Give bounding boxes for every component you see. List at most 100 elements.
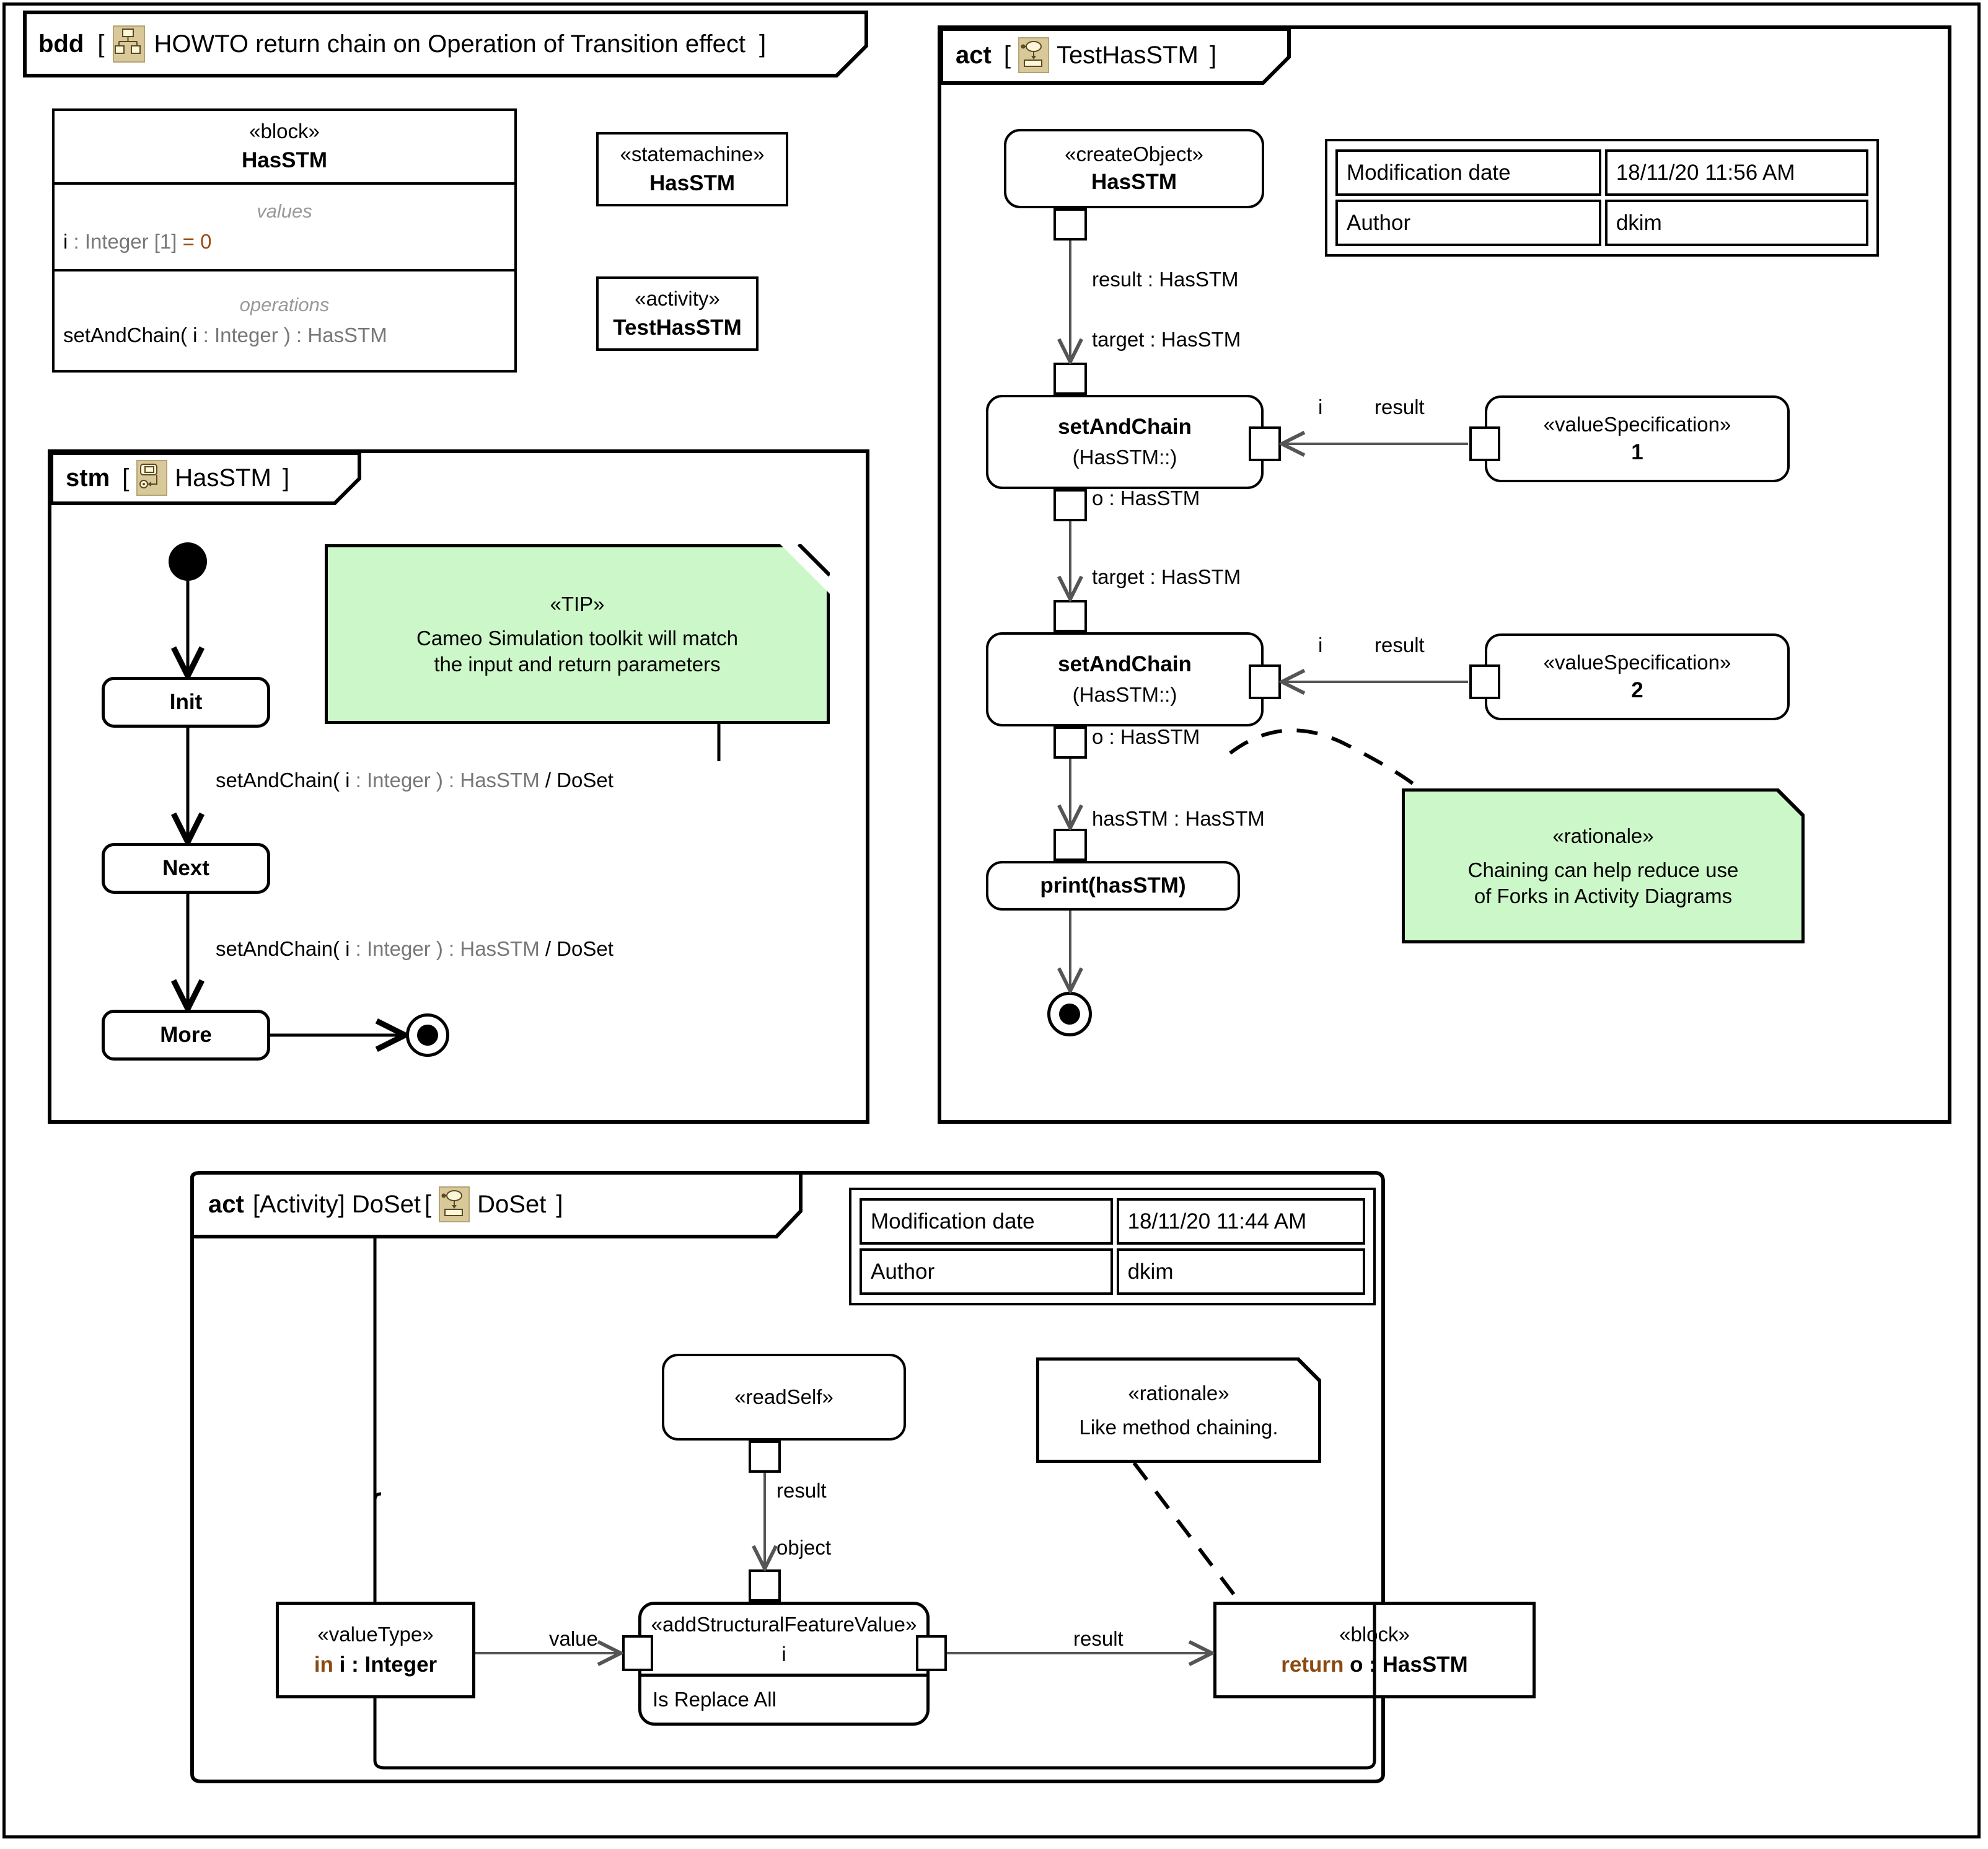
act-test-title: TestHasSTM (1056, 41, 1199, 69)
transition-1-effect: / DoSet (539, 769, 614, 792)
value-type-stereotype: «valueType» (317, 1623, 434, 1646)
output-pin-o-2[interactable] (1053, 726, 1087, 759)
action-value-specification-1[interactable]: «valueSpecification» 1 (1485, 395, 1790, 482)
act-doset-kind-label: act (208, 1190, 244, 1218)
edge-label-doset-value: value (549, 1627, 598, 1650)
bdd-title: HOWTO return chain on Operation of Trans… (154, 30, 746, 58)
transition-1-return: : HasSTM (442, 769, 540, 792)
output-pin-result-vs2[interactable] (1469, 664, 1500, 699)
act-test-info-table: Modification date 18/11/20 11:56 AM Auth… (1325, 139, 1879, 257)
final-state-node[interactable] (406, 1013, 449, 1057)
asfv-name: i (781, 1642, 786, 1666)
rationale-note-doset[interactable]: «rationale» Like method chaining. (1036, 1357, 1321, 1463)
output-pin-result-readself[interactable] (749, 1441, 781, 1473)
action-set-and-chain-2[interactable]: setAndChain (HasSTM::) (986, 632, 1264, 726)
transition-1-params: : Integer ) (350, 769, 443, 792)
operation-row[interactable]: setAndChain( i : Integer ) : HasSTM (55, 324, 387, 347)
state-machine-diagram-icon (136, 460, 168, 496)
action-add-structural-feature-value[interactable]: «addStructuralFeatureValue» i Is Replace… (638, 1602, 930, 1726)
rationale-note-doset-body: «rationale» Like method chaining. (1039, 1361, 1318, 1460)
output-pin-result-asfv[interactable] (916, 1635, 947, 1671)
action-value-specification-2[interactable]: «valueSpecification» 2 (1485, 633, 1790, 720)
bdd-frame-header: bdd [ HOWTO return chain on Operation of… (25, 12, 866, 76)
author-value: dkim (1604, 200, 1868, 246)
action-create-object-hasstm[interactable]: «createObject» HasSTM (1004, 129, 1264, 208)
create-object-name: HasSTM (1091, 170, 1177, 194)
asfv-compartment-label: Is Replace All (653, 1688, 776, 1711)
set-and-chain-2-name: setAndChain (1058, 652, 1192, 676)
state-next[interactable]: Next (102, 843, 270, 894)
state-more[interactable]: More (102, 1010, 270, 1061)
act-doset-title: DoSet (477, 1190, 547, 1218)
input-pin-target-1[interactable] (1053, 363, 1087, 395)
value-spec-2-stereotype: «valueSpecification» (1543, 651, 1731, 674)
pin-label-i-2: i (1318, 633, 1323, 656)
output-pin-o-1[interactable] (1053, 489, 1087, 521)
value-type-name-row: in i : Integer (314, 1653, 437, 1677)
operation-name: setAndChain( i (63, 324, 198, 347)
input-pin-hasstm[interactable] (1053, 829, 1087, 861)
asfv-stereotype: «addStructuralFeatureValue» (651, 1612, 917, 1636)
rationale-note-act-test[interactable]: «rationale» Chaining can help reduce use… (1402, 788, 1805, 943)
transition-1-op: setAndChain( i (216, 769, 350, 792)
transition-label-1: setAndChain( i : Integer ) : HasSTM / Do… (216, 769, 614, 792)
bdd-bracket-close: ] (759, 30, 767, 58)
activity-diagram-icon (439, 1186, 470, 1222)
rationale-act-line1: Chaining can help reduce use (1467, 858, 1739, 882)
doset-modification-date-key: Modification date (860, 1198, 1113, 1245)
edge-label-doset-result: result (776, 1479, 827, 1502)
modification-date-value: 18/11/20 11:56 AM (1604, 149, 1868, 196)
output-pin-result-1[interactable] (1053, 208, 1087, 241)
value-property-row[interactable]: i : Integer [1] = 0 (55, 230, 211, 254)
edge-label-target-hasstm-2: target : HasSTM (1092, 565, 1241, 588)
action-read-self[interactable]: «readSelf» (662, 1354, 906, 1441)
input-pin-target-2[interactable] (1053, 600, 1087, 632)
activity-name: TestHasSTM (613, 316, 742, 340)
return-block-name: o : HasSTM (1344, 1653, 1468, 1677)
stm-bracket-open: [ (122, 464, 130, 492)
activity-box-testhasstm[interactable]: «activity» TestHasSTM (596, 276, 759, 351)
input-pin-value-asfv[interactable] (622, 1635, 653, 1671)
action-set-and-chain-1[interactable]: setAndChain (HasSTM::) (986, 395, 1264, 489)
tip-note[interactable]: «TIP» Cameo Simulation toolkit will matc… (325, 544, 830, 724)
act-doset-bracket-close: ] (556, 1190, 563, 1218)
table-row: Modification date 18/11/20 11:44 AM (860, 1198, 1365, 1245)
bdd-kind-label: bdd (38, 30, 84, 58)
act-test-kind-label: act (956, 41, 992, 69)
value-type-parameter-in-i[interactable]: «valueType» in i : Integer (276, 1602, 475, 1698)
activity-final-node[interactable] (1047, 992, 1092, 1036)
initial-state-node[interactable] (169, 542, 207, 581)
transition-2-return: : HasSTM (442, 937, 540, 960)
value-spec-2-name: 2 (1631, 678, 1643, 702)
block-hasstm[interactable]: «block» HasSTM values i : Integer [1] = … (52, 108, 517, 373)
doset-modification-date-value: 18/11/20 11:44 AM (1116, 1198, 1365, 1245)
value-property-default: = 0 (182, 229, 212, 253)
act-doset-qualifier: [Activity] DoSet (252, 1190, 421, 1218)
input-pin-i-2[interactable] (1249, 664, 1281, 699)
input-pin-i-1[interactable] (1249, 426, 1281, 461)
value-property-name: i (63, 229, 68, 253)
act-doset-frame-header: act [Activity] DoSet [ DoSet ] (195, 1175, 796, 1233)
output-pin-result-vs1[interactable] (1469, 426, 1500, 461)
block-stereotype: «block» (249, 120, 320, 143)
transition-2-effect: / DoSet (539, 937, 614, 960)
statemachine-box-hasstm[interactable]: «statemachine» HasSTM (596, 132, 788, 206)
action-print-hasstm[interactable]: print(hasSTM) (986, 861, 1240, 911)
return-block-o-hasstm[interactable]: «block» return o : HasSTM (1213, 1602, 1536, 1698)
values-compartment-label: values (257, 200, 312, 222)
rationale-doset-line1: Like method chaining. (1079, 1416, 1278, 1439)
operation-return: : HasSTM (290, 324, 387, 347)
value-spec-1-stereotype: «valueSpecification» (1543, 413, 1731, 436)
author-key: Author (1335, 200, 1601, 246)
act-test-bracket-open: [ (1003, 41, 1011, 69)
tip-note-body: «TIP» Cameo Simulation toolkit will matc… (328, 547, 827, 721)
table-row: Author dkim (860, 1248, 1365, 1295)
asfv-compartment: Is Replace All (641, 1674, 926, 1723)
state-init[interactable]: Init (102, 677, 270, 728)
input-pin-object-asfv[interactable] (749, 1569, 781, 1602)
tip-note-stereotype: «TIP» (550, 593, 605, 616)
rationale-note-act-test-body: «rationale» Chaining can help reduce use… (1405, 792, 1801, 940)
edge-label-target-hasstm-1: target : HasSTM (1092, 328, 1241, 351)
state-next-label: Next (162, 856, 209, 880)
table-row: Modification date 18/11/20 11:56 AM (1335, 149, 1868, 196)
